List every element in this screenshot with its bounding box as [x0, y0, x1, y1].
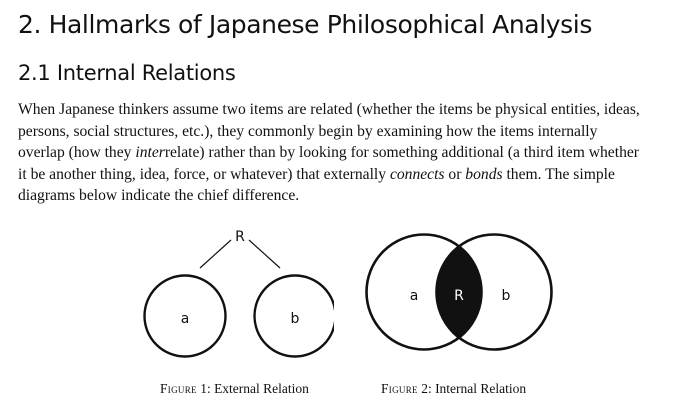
emphasis-bonds: bonds: [465, 165, 503, 183]
figure1-caption-word: Figure: [160, 381, 197, 396]
figure1-caption-text: 1: External Relation: [196, 381, 309, 396]
connector-line-left: [199, 239, 232, 269]
line4-or: or: [444, 165, 466, 183]
emphasis-inter: inter: [135, 144, 165, 162]
paragraph-line-2: persons, social structures, etc.), they …: [18, 122, 598, 140]
paragraph-line-3: overlap (how they interrelate) rather th…: [18, 142, 682, 164]
circle-b-label: b: [291, 311, 300, 327]
line3-start: overlap (how they: [18, 144, 136, 162]
figure2-caption: Figure 2: Internal Relation: [381, 380, 526, 398]
circle-a-label: a: [181, 311, 190, 327]
line3-end: relate) rather than by looking for somet…: [164, 144, 639, 162]
circle-b: [435, 233, 553, 351]
circle-b-label: b: [502, 288, 511, 304]
subsection-title: 2.1 Internal Relations: [18, 61, 236, 85]
line4-start: it be another thing, idea, force, or wha…: [18, 165, 390, 183]
figure-external-relation: R a b: [140, 226, 334, 362]
circle-a: [143, 274, 227, 358]
circle-b: [253, 274, 334, 358]
section-title: 2. Hallmarks of Japanese Philosophical A…: [18, 10, 592, 39]
paragraph-line-1: When Japanese thinkers assume two items …: [18, 101, 640, 118]
internal-relation-diagram: a R b: [365, 233, 553, 351]
overlap-region: [436, 246, 482, 338]
figure1-caption: Figure 1: External Relation: [160, 380, 309, 398]
relation-label-r: R: [235, 229, 245, 245]
emphasis-connects: connects: [389, 165, 445, 183]
overlap-label-r: R: [454, 288, 464, 304]
connector-line-right: [248, 239, 281, 269]
circle-a-label: a: [410, 288, 419, 304]
body-paragraph: When Japanese thinkers assume two items …: [18, 99, 682, 207]
circle-a: [365, 233, 483, 351]
paragraph-line-5: diagrams below indicate the chief differ…: [18, 187, 300, 205]
paragraph-line-4: it be another thing, idea, force, or wha…: [18, 164, 682, 186]
figure2-caption-word: Figure: [381, 381, 418, 396]
figure2-caption-text: 2: Internal Relation: [417, 381, 527, 396]
external-relation-diagram: R a b: [143, 229, 334, 358]
figure-internal-relation: a R b: [361, 232, 555, 356]
line4-end: them. The simple: [502, 165, 615, 183]
